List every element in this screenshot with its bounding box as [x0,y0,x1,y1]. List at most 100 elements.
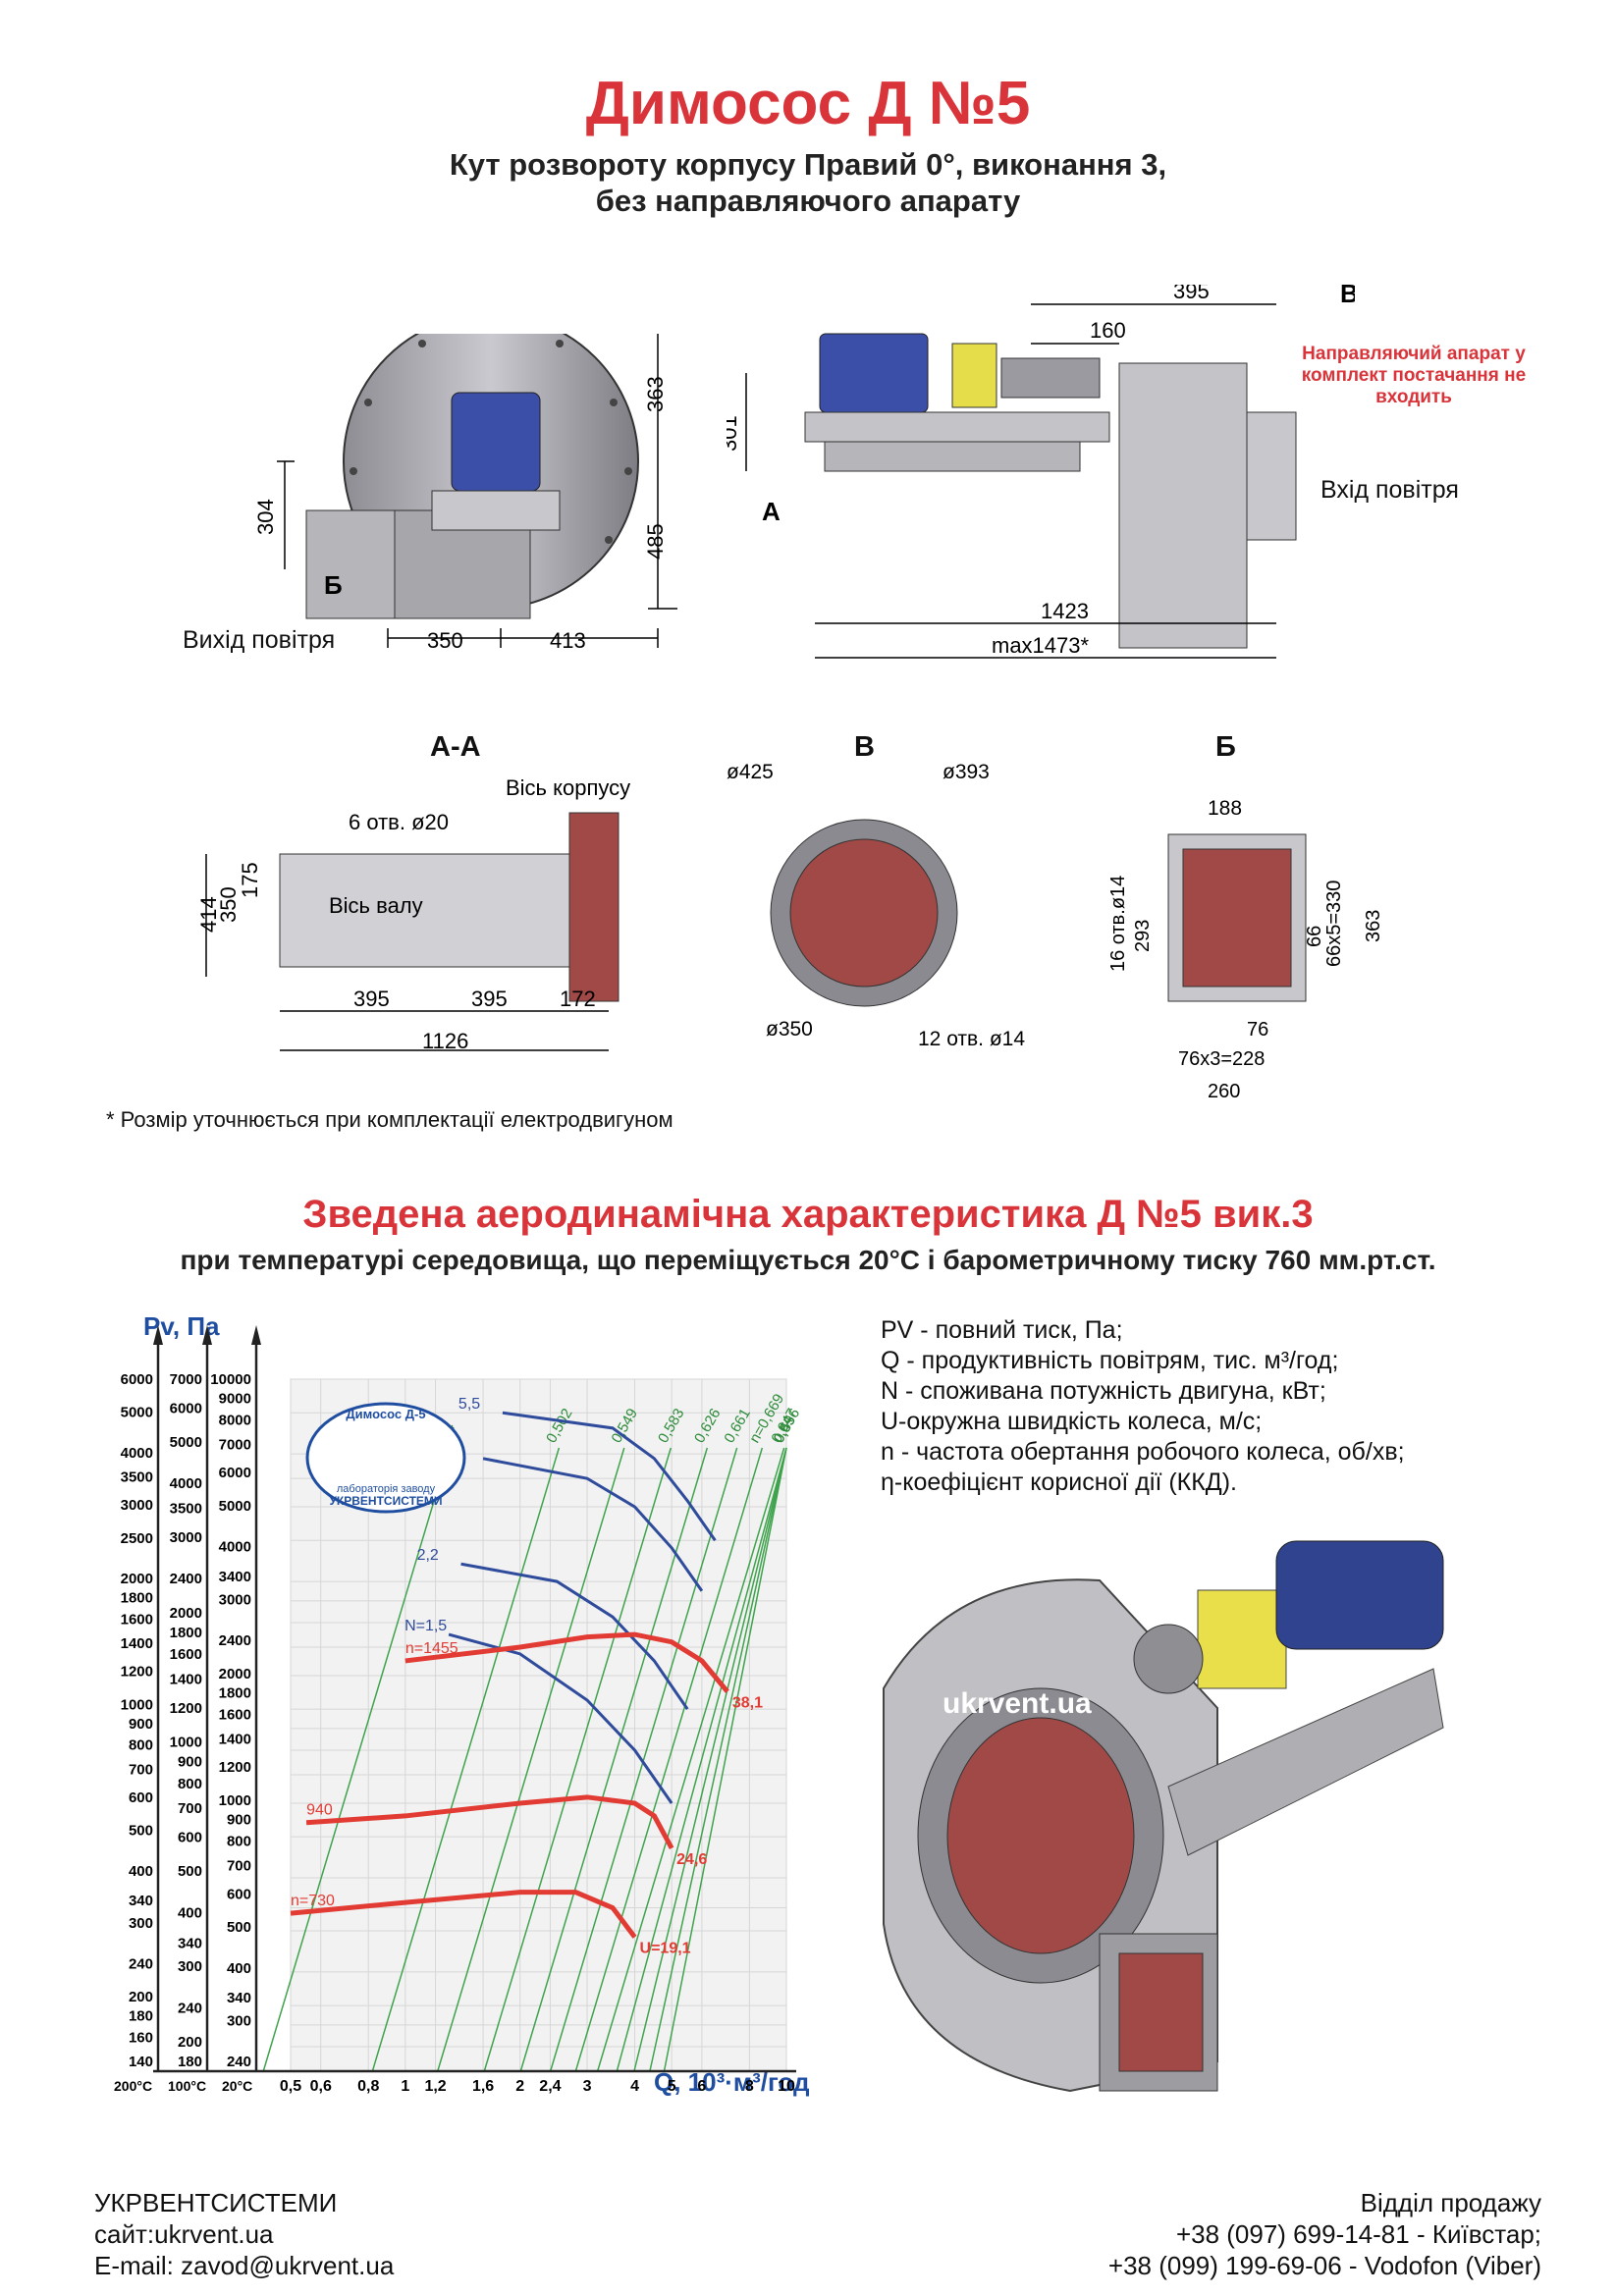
y-tick-label: 600 [178,1829,202,1845]
phone-kyivstar[interactable]: +38 (097) 699-14-81 - Київстар; [1175,2219,1541,2249]
section-b-drawing: 188 16 отв.ø14 293 66x5=330 363 66 76 76… [1107,797,1384,1102]
dim-350: 350 [427,628,463,653]
y-tick-label: 5000 [219,1498,251,1515]
y-tick-label: 700 [227,1858,251,1875]
y-tick-label: 6000 [170,1400,202,1416]
y-tick-label: 700 [178,1800,202,1817]
y-tick-label: 3500 [121,1469,153,1486]
y-tick-label: 400 [227,1960,251,1977]
y-tick-label: 6000 [219,1465,251,1481]
bearing-shape [1000,357,1101,399]
y-tick-label: 7000 [219,1436,251,1453]
site-link[interactable]: сайт:ukrvent.ua [94,2219,274,2249]
dim-485: 485 [643,523,668,560]
dim-1423: 1423 [1041,599,1089,623]
y-tick-label: 5000 [170,1434,202,1451]
y-tick-label: 1600 [170,1646,202,1663]
y-tick-label: 340 [178,1935,202,1951]
label-a: А [762,497,781,526]
efficiency-line [663,1447,787,2072]
holes-b: 16 отв.ø14 [1107,876,1129,972]
section-b-title: Б [1215,731,1236,763]
footnote: * Розмір уточнюється при комплектації ел… [106,1107,673,1132]
y-tick-label: 7000 [170,1371,202,1388]
y-tick-label: 4000 [121,1445,153,1462]
efficiency-line [262,1447,451,2072]
aero-title: Зведена аеродинамічна характеристика Д №… [302,1193,1314,1236]
power-curve [448,1632,673,1804]
legend-item: N - споживана потужність двигуна, кВт; [881,1377,1326,1405]
temp-scale-label: 200°С [114,2078,152,2094]
footer-right: Відділ продажу +38 (097) 699-14-81 - Киї… [1108,2187,1541,2281]
y-tick-label: 1400 [121,1635,153,1652]
legend-item: n - частота обертання робочого колеса, о… [881,1438,1405,1466]
pressure-curve-speed: 24,6 [676,1851,707,1868]
y-tick-label: 1400 [170,1672,202,1688]
y-tick-label: 300 [227,2012,251,2029]
section-v-title: В [854,731,875,763]
y-tick-label: 240 [178,2000,202,2016]
aero-chart: Pv, Па Q, 10³·м³/год 0,40,5020,5490,5830… [114,1311,810,2097]
y-tick-label: 400 [129,1863,153,1880]
stamp-line-3: УКРВЕНТСИСТЕМИ [329,1494,442,1508]
x-tick-label: 4 [630,2078,639,2095]
x-tick-label: 1,6 [472,2078,494,2095]
red-note: Направляючий апарат у комплект постачанн… [1301,344,1527,407]
inlet-label: Вхід повітря [1320,476,1459,504]
y-tick-label: 1800 [121,1590,153,1607]
y-tick-label: 600 [129,1789,153,1806]
y-axis-arrow [202,1325,212,1345]
dim-413: 413 [550,628,586,653]
fan-illustration: ukrvent.ua [883,1540,1444,2093]
outlet-duct-shape [305,509,396,619]
y-tick-label: 1200 [170,1700,202,1717]
pressure-curve-label: n=730 [291,1893,335,1909]
power-curve-label: 2,2 [417,1547,439,1564]
y-tick-label: 3500 [170,1501,202,1518]
dim-175: 175 [238,862,262,898]
y-tick-label: 1800 [170,1625,202,1641]
y-tick-label: 1000 [121,1696,153,1713]
phone-vodafone[interactable]: +38 (099) 199-69-06 - Vodofon (Viber) [1107,2251,1541,2280]
y-tick-label: 800 [129,1737,153,1754]
dim-414: 414 [196,896,221,933]
y-tick-label: 1200 [121,1664,153,1681]
pressure-curve [305,1794,674,1849]
d-outer: ø425 [727,761,774,783]
y-tick-label: 1400 [219,1731,251,1747]
footer-left: УКРВЕНТСИСТЕМИ сайт:ukrvent.ua E-mail: z… [94,2187,394,2281]
housing-side-shape [1118,362,1248,649]
y-tick-label: 3400 [219,1569,251,1585]
y-tick-label: 140 [129,2054,153,2070]
page-subtitle-2: без направляючого апарату [595,184,1021,218]
email-link[interactable]: E-mail: zavod@ukrvent.ua [94,2251,395,2280]
legend-item: η-коефіцієнт корисної дії (ККД). [881,1468,1237,1496]
efficiency-line [633,1447,787,2072]
dim-304: 304 [253,499,278,535]
section-aa-drawing: 6 отв. ø20 Вісь корпусу Вісь валу 414 35… [196,775,630,1053]
pressure-curve-speed: U=19,1 [640,1940,691,1956]
y-tick-label: 600 [227,1886,251,1902]
holes-v: 12 отв. ø14 [918,1028,1025,1050]
y-tick-label: 200 [178,2034,202,2051]
y-tick-label: 300 [178,1958,202,1975]
y-tick-label: 340 [227,1990,251,2006]
y-tick-label: 700 [129,1761,153,1778]
y-tick-label: 400 [178,1904,202,1921]
y-tick-label: 300 [129,1915,153,1932]
dim-395-b: 395 [471,987,508,1011]
x-tick-label: 1 [401,2078,409,2095]
company-name: УКРВЕНТСИСТЕМИ [94,2188,338,2217]
x-tick-label: 0,5 [280,2078,301,2095]
dim-395-a: 395 [353,987,390,1011]
page-subtitle-1: Кут розвороту корпусу Правий 0°, виконан… [449,147,1167,182]
x-tick-label: 0,8 [357,2078,379,2095]
dim-363-b: 363 [1363,910,1384,942]
dim-293: 293 [1132,920,1154,952]
d-mid: ø393 [943,761,990,783]
y-tick-label: 500 [129,1823,153,1840]
x-tick-label: 6 [697,2078,706,2095]
y-tick-label: 2000 [219,1666,251,1682]
y-tick-label: 2400 [219,1632,251,1649]
legend: PV - повний тиск, Па; Q - продуктивність… [881,1315,1405,1498]
